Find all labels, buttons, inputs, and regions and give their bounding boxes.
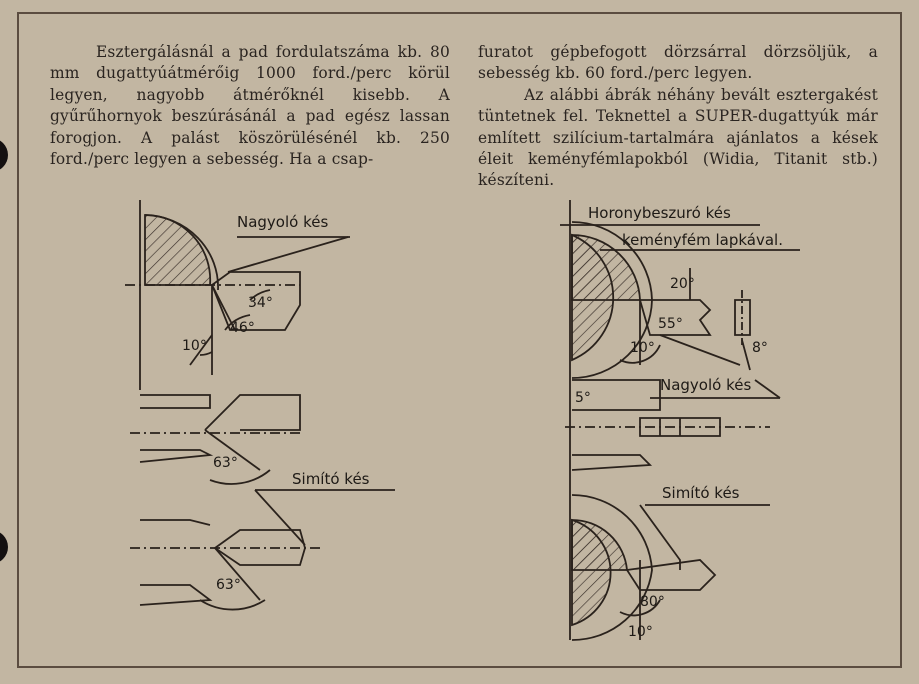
label-rough-tool-left: Nagyoló kés: [237, 213, 329, 231]
angle-label: 8°: [752, 340, 768, 356]
angle-label: 20°: [670, 276, 695, 292]
label-rough-tool-right: Nagyoló kés: [660, 376, 752, 394]
angle-label: 63°: [213, 455, 238, 471]
rough-tool-diagram-left: [125, 200, 350, 390]
angle-label: 34°: [248, 295, 273, 311]
angle-label: 63°: [216, 577, 241, 593]
angle-label: 10°: [628, 624, 653, 640]
label-finish-tool-right: Simító kés: [662, 484, 740, 502]
binder-hole: [0, 138, 8, 172]
angle-label: 46°: [230, 320, 255, 336]
rough-tool-diagram-right: [565, 379, 781, 471]
angle-label: 10°: [182, 338, 207, 354]
paragraph: Esztergálásnál a pad fordulatszáma kb. 8…: [50, 43, 450, 169]
label-finish-tool-left: Simító kés: [292, 470, 370, 488]
page-frame: [17, 12, 902, 668]
paragraph: Az alábbi ábrák néhány bevált esztergaké…: [478, 85, 878, 190]
angle-label: 55°: [658, 316, 683, 332]
angle-label: 5°: [575, 390, 591, 406]
middle-tool-diagram-left: [130, 394, 301, 485]
angle-label: 80°: [640, 594, 665, 610]
paragraph: furatot gépbefogott dörzsárral dörzsöljü…: [478, 43, 878, 83]
text-column-right: furatot gépbefogott dörzsárral dörzsöljü…: [478, 42, 878, 192]
angle-label: 10°: [630, 340, 655, 356]
finish-tool-diagram-left: [130, 489, 395, 611]
binder-hole: [0, 530, 8, 564]
finish-tool-diagram-right: [571, 494, 770, 641]
text-column-left: Esztergálásnál a pad fordulatszáma kb. 8…: [50, 42, 450, 170]
label-groove-tool: Horonybeszuró kés: [588, 204, 731, 222]
groove-tool-diagram-right: [560, 200, 800, 640]
label-groove-tool-carbide: keményfém lapkával.: [622, 231, 783, 249]
